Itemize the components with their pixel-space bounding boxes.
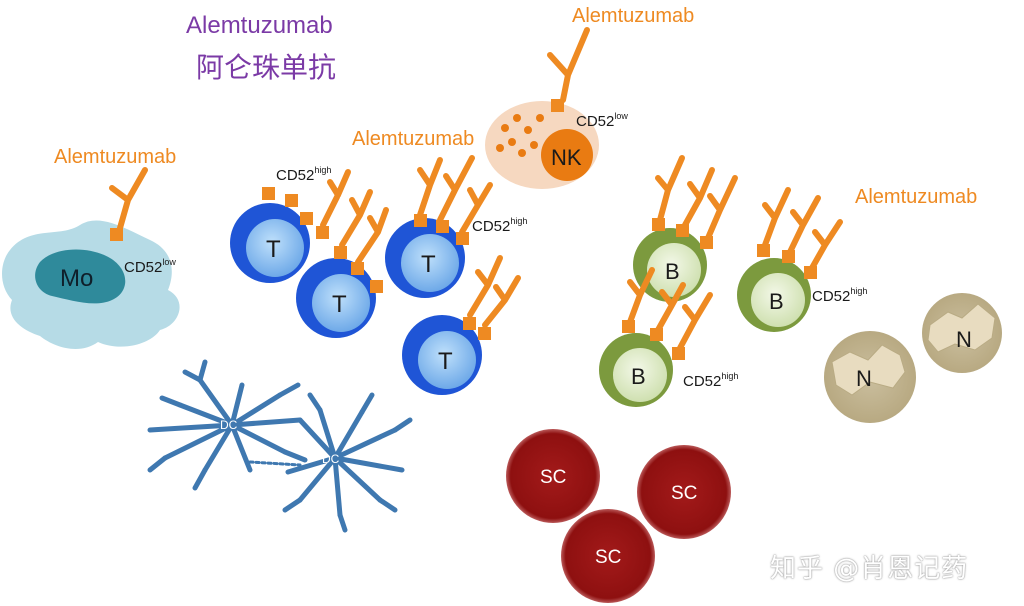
cd52-label-mo: CD52low xyxy=(124,257,176,276)
stem-cell: SC xyxy=(637,445,731,539)
b-cell-label: B xyxy=(769,289,784,314)
b-cell: B xyxy=(633,228,707,302)
t-cell: T xyxy=(230,203,310,283)
t-cell: T xyxy=(402,315,482,395)
stem-cell-label: SC xyxy=(540,467,566,488)
nk-label: NK xyxy=(551,145,582,170)
cd52-label-nk: CD52low xyxy=(576,111,628,130)
cd52-label-t2: CD52high xyxy=(472,216,527,235)
dc-label-2: DC xyxy=(322,452,340,466)
b-cell: B xyxy=(599,333,673,407)
cd52-label-t1: CD52high xyxy=(276,165,331,184)
antibody-label-b: Alemtuzumab xyxy=(855,186,977,208)
neutrophil-label: N xyxy=(856,366,872,391)
dc-label-1: DC xyxy=(220,418,238,432)
t-cell: T xyxy=(385,218,465,298)
neutrophil-label: N xyxy=(956,327,972,352)
cd52-receptors xyxy=(110,99,817,360)
stem-cell: SC xyxy=(506,429,600,523)
title-english: Alemtuzumab xyxy=(186,12,333,39)
t-cell-label: T xyxy=(266,236,281,263)
monocyte-cell: Mo xyxy=(2,220,180,349)
title-chinese: 阿仑珠单抗 xyxy=(196,51,337,84)
stem-cell: SC xyxy=(561,509,655,603)
stem-cell-label: SC xyxy=(595,547,621,568)
cd52-label-b2: CD52high xyxy=(683,371,738,390)
t-cell-label: T xyxy=(332,291,347,318)
nk-cell: NK xyxy=(485,101,599,189)
neutrophil-cell: N xyxy=(922,293,1002,373)
monocyte-label: Mo xyxy=(60,265,93,292)
antibodies xyxy=(109,27,843,351)
t-cell-label: T xyxy=(421,251,436,278)
t-cell-label: T xyxy=(438,348,453,375)
antibody-label-t: Alemtuzumab xyxy=(352,128,474,150)
dendritic-cells xyxy=(147,359,413,533)
antibody-label-nk: Alemtuzumab xyxy=(572,5,694,27)
b-cell: B xyxy=(737,258,811,332)
watermark: 知乎 @肖恩记药 xyxy=(770,554,969,584)
stem-cell-label: SC xyxy=(671,483,697,504)
t-cell: T xyxy=(296,258,376,338)
neutrophil-cell: N xyxy=(824,331,916,423)
cd52-label-b1: CD52high xyxy=(812,286,867,305)
b-cell-label: B xyxy=(665,259,680,284)
antibody-label-mo: Alemtuzumab xyxy=(54,146,176,168)
b-cell-label: B xyxy=(631,364,646,389)
